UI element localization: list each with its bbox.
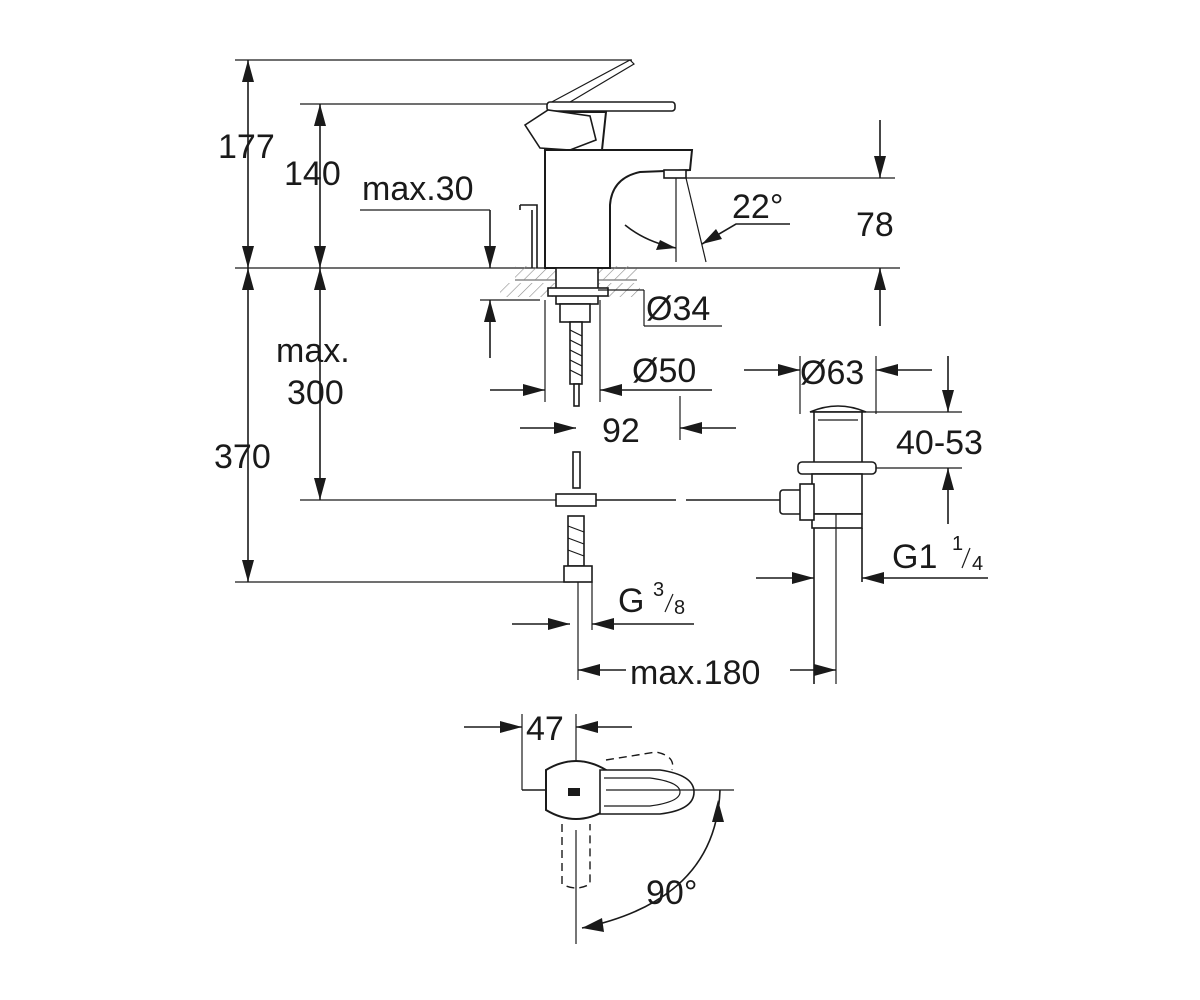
dim-max-deck-thickness: max.30 xyxy=(362,170,474,208)
dim-flange-diameter: Ø50 xyxy=(632,352,696,390)
top-view xyxy=(464,714,734,944)
dim-waste-den: 4 xyxy=(972,553,983,575)
dim-drain-diameter: Ø63 xyxy=(800,354,864,392)
spout-angle-dims xyxy=(624,120,895,326)
max30-leader xyxy=(360,209,540,358)
dim-max-label: max. xyxy=(276,332,350,370)
flange-diameter-dim xyxy=(490,300,712,402)
left-dimension-lines xyxy=(235,59,900,583)
dim-lever-offset: 47 xyxy=(526,710,564,748)
drain-range-dim xyxy=(866,356,962,524)
dim-spout-height: 140 xyxy=(284,155,341,193)
waste-thread-dim xyxy=(756,572,988,584)
dim-reach: 92 xyxy=(602,412,640,450)
reach-dim xyxy=(520,396,736,440)
dim-max-depth: 300 xyxy=(287,374,344,412)
drain-assembly xyxy=(779,405,877,684)
dim-spout-angle: 22° xyxy=(732,188,783,226)
dim-drain-range: 40-53 xyxy=(896,424,983,462)
dim-total-height: 370 xyxy=(214,438,271,476)
dim-max-pullrod: max.180 xyxy=(630,654,760,692)
hole-diameter-leader xyxy=(598,289,722,327)
dim-outlet-height: 78 xyxy=(856,206,894,244)
fraction-slash xyxy=(664,593,674,613)
faucet-body xyxy=(500,59,694,407)
dim-connection-base: G xyxy=(618,582,644,620)
dim-connection-num: 3 xyxy=(653,579,664,601)
pullrod-length-dim xyxy=(578,514,837,684)
dim-waste-base: G1 xyxy=(892,538,937,576)
dim-waste-num: 1 xyxy=(952,533,963,555)
drain-diameter-dim xyxy=(744,356,932,414)
dim-rotation: 90° xyxy=(646,874,697,912)
dim-overall-height: 177 xyxy=(218,128,275,166)
dim-connection-den: 8 xyxy=(674,597,685,619)
fraction-slash xyxy=(961,547,971,569)
supply-and-pullrod xyxy=(555,451,780,680)
dim-hole-diameter: Ø34 xyxy=(646,290,710,328)
supply-thread-dim xyxy=(512,618,694,630)
